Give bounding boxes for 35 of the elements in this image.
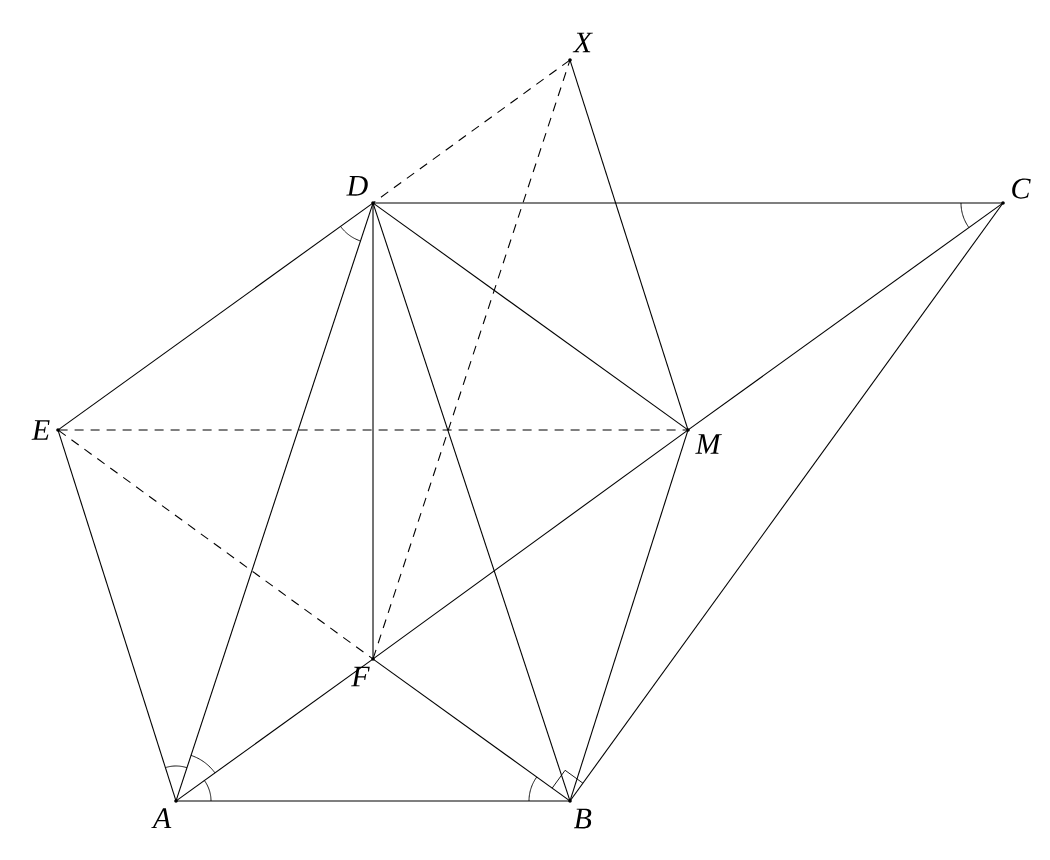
node-label: C xyxy=(1012,178,1031,199)
line-segment xyxy=(372,60,571,659)
line-segment xyxy=(373,202,1003,204)
line-segment xyxy=(57,430,177,801)
labelled-point: X xyxy=(568,32,593,62)
node-label: F xyxy=(351,666,370,687)
line-segment xyxy=(569,430,689,801)
line-segment xyxy=(569,60,689,430)
node-label: X xyxy=(572,32,593,53)
line-segment xyxy=(372,203,374,659)
line-segment xyxy=(57,202,374,431)
labelled-point: M xyxy=(686,428,722,454)
labelled-point: D xyxy=(346,176,375,205)
node-label: B xyxy=(573,808,592,829)
line-segment xyxy=(372,203,571,801)
line-segment xyxy=(372,658,571,802)
labelled-point: A xyxy=(151,799,178,829)
node-label: A xyxy=(151,808,172,829)
labelled-point: F xyxy=(351,657,375,687)
labelled-point: E xyxy=(31,420,60,440)
line-segment xyxy=(372,202,689,431)
line-segment xyxy=(687,202,1004,431)
line-segment xyxy=(372,429,689,660)
node-label: M xyxy=(695,434,722,454)
node-label: E xyxy=(31,420,50,440)
line-segment xyxy=(175,658,374,802)
line-segment xyxy=(569,202,1004,802)
labelled-point: C xyxy=(1001,178,1031,205)
line-segment xyxy=(58,429,688,431)
line-segment xyxy=(372,59,571,204)
line-segment xyxy=(176,800,570,802)
labelled-point: B xyxy=(568,799,592,829)
line-segment xyxy=(57,429,374,660)
node-label: D xyxy=(346,176,368,196)
line-segment xyxy=(175,203,374,801)
